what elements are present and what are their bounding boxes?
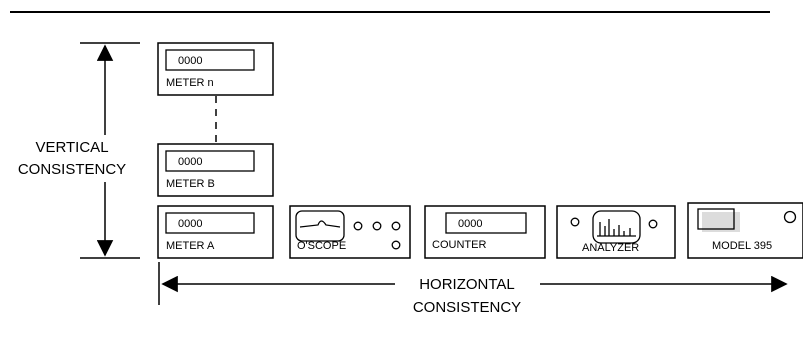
oscope-label: O'SCOPE xyxy=(297,240,346,252)
meter-a-display-value: 0000 xyxy=(178,218,202,230)
analyzer-screen xyxy=(592,210,641,244)
model395-label: MODEL 395 xyxy=(712,240,772,252)
counter-label: COUNTER xyxy=(432,239,486,251)
vertical-label-line2: CONSISTENCY xyxy=(18,161,126,178)
model395-display xyxy=(697,208,735,230)
vertical-label-line1: VERTICAL xyxy=(35,139,108,156)
meter-n-display-value: 0000 xyxy=(178,55,202,67)
analyzer-knob-right xyxy=(648,219,658,229)
meter-b-display-value: 0000 xyxy=(178,156,202,168)
model395-knob xyxy=(783,210,797,224)
meter-a-display xyxy=(165,212,255,234)
analyzer-spectrum xyxy=(597,219,636,237)
counter-display-value: 0000 xyxy=(458,218,482,230)
meter-n-panel: 0000 METER n xyxy=(157,42,274,96)
horizontal-label-line1: HORIZONTAL xyxy=(419,276,515,293)
oscope-knob-4 xyxy=(391,240,401,250)
horizontal-label-line2: CONSISTENCY xyxy=(413,299,521,316)
meter-b-panel: 0000 METER B xyxy=(157,143,274,197)
oscope-knob-3 xyxy=(391,221,401,231)
meter-a-label: METER A xyxy=(166,240,215,252)
meter-b-label: METER B xyxy=(166,178,215,190)
meter-a-panel: 0000 METER A xyxy=(157,205,274,259)
model395-display-shadow xyxy=(702,212,740,232)
analyzer-label: ANALYZER xyxy=(582,242,639,254)
analyzer-knob-left xyxy=(570,217,580,227)
oscope-waveform xyxy=(299,220,341,228)
counter-panel: 0000 COUNTER xyxy=(424,205,546,259)
meter-b-display xyxy=(165,150,255,172)
oscope-panel: O'SCOPE xyxy=(289,205,411,259)
meter-n-label: METER n xyxy=(166,77,214,89)
analyzer-panel: ANALYZER xyxy=(556,205,676,259)
oscope-screen xyxy=(295,210,345,242)
counter-display xyxy=(445,212,527,234)
model395-panel: MODEL 395 xyxy=(687,202,803,259)
oscope-knob-1 xyxy=(353,221,363,231)
oscope-knob-2 xyxy=(372,221,382,231)
meter-n-display xyxy=(165,49,255,71)
